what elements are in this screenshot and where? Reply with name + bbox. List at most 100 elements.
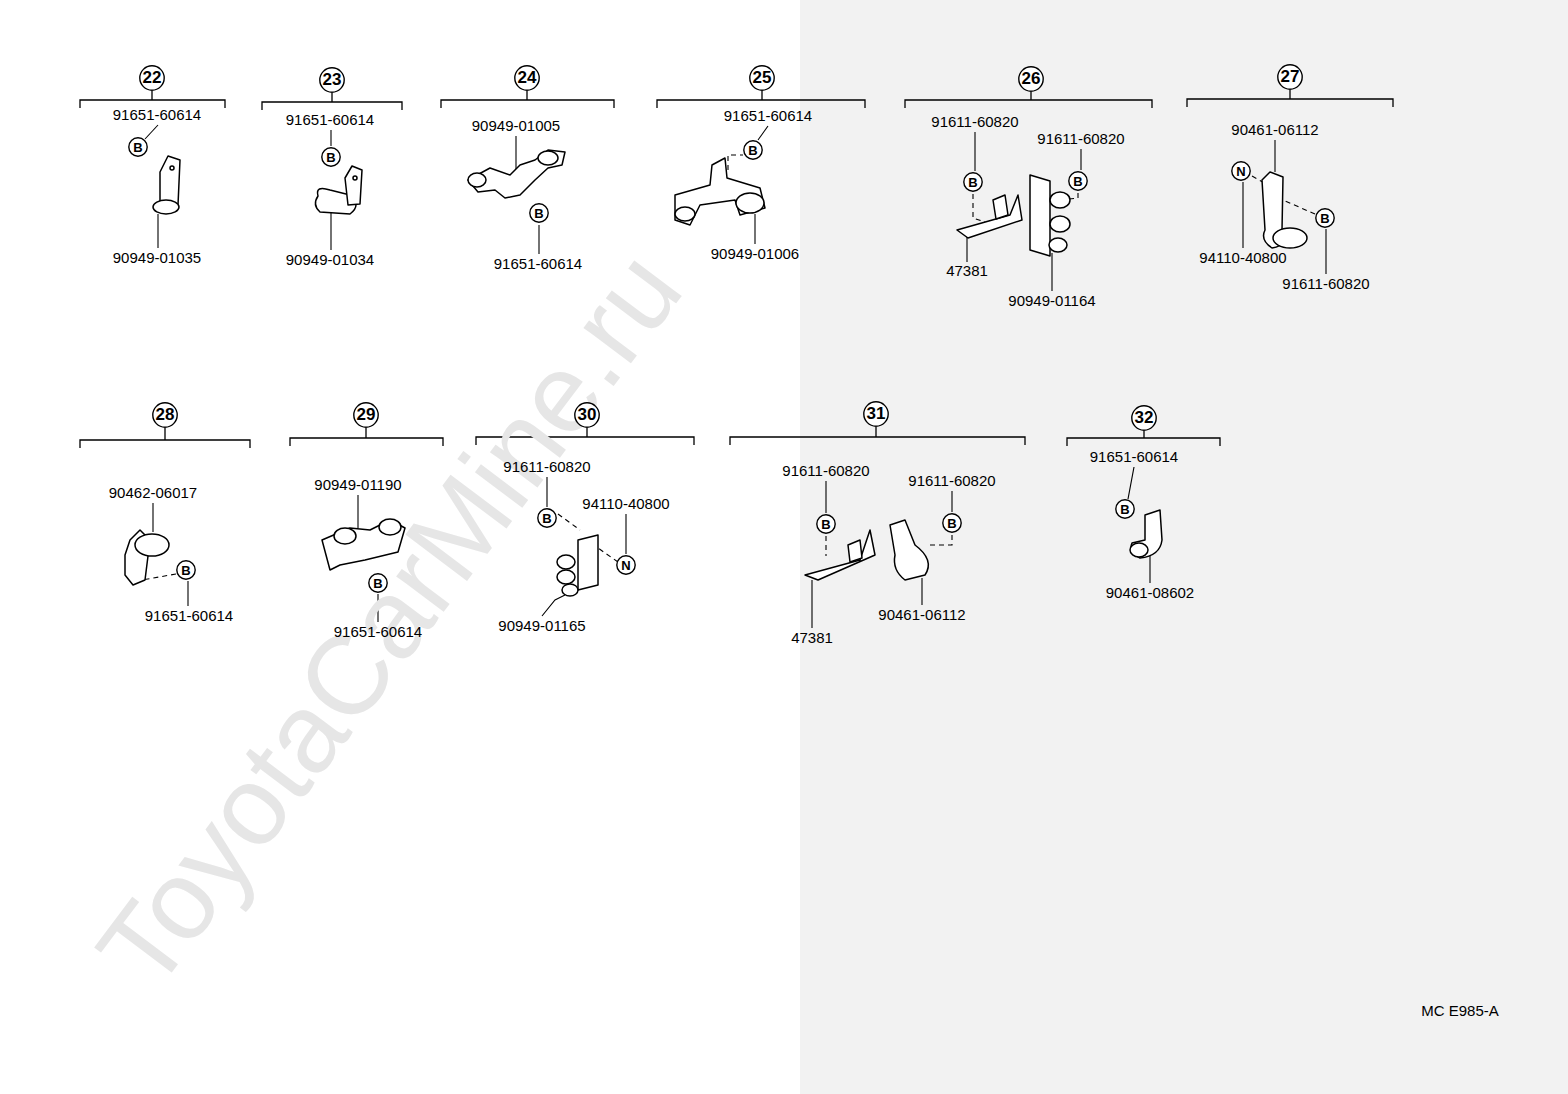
circle-outline bbox=[575, 403, 599, 427]
callout-number: 27 bbox=[1277, 64, 1303, 90]
fastener-mark: N bbox=[616, 555, 636, 575]
circle-outline bbox=[538, 509, 556, 527]
circle-outline bbox=[129, 138, 147, 156]
fastener-mark: B bbox=[128, 137, 148, 157]
clamp-parts bbox=[125, 150, 1307, 596]
callout-circle: B bbox=[743, 140, 763, 160]
circle-outline bbox=[1069, 172, 1087, 190]
circle-outline bbox=[1278, 65, 1302, 89]
circle-outline bbox=[1132, 406, 1156, 430]
circle-outline bbox=[1232, 162, 1250, 180]
fastener-mark: B bbox=[176, 560, 196, 580]
part-number: 91651-60614 bbox=[724, 108, 812, 125]
callout-circle: 27 bbox=[1277, 64, 1303, 90]
diagram-code: MC E985-A bbox=[1421, 1003, 1499, 1020]
callout-circle: N bbox=[1231, 161, 1251, 181]
callout-number: 23 bbox=[319, 67, 345, 93]
callout-circle: B bbox=[368, 573, 388, 593]
callout-number: 29 bbox=[353, 402, 379, 428]
callout-circle: B bbox=[942, 513, 962, 533]
part-number: 91651-60614 bbox=[1090, 449, 1178, 466]
circle-outline bbox=[1116, 500, 1134, 518]
leader-lines bbox=[145, 125, 1326, 628]
circle-outline bbox=[140, 66, 164, 90]
part-number: 90949-01035 bbox=[113, 250, 201, 267]
part-number: 90461-06112 bbox=[878, 607, 965, 624]
callout-circle: 22 bbox=[139, 65, 165, 91]
part-number: 94110-40800 bbox=[1199, 250, 1286, 267]
part-number: 90949-01034 bbox=[286, 252, 374, 269]
part-number: 90462-06017 bbox=[109, 485, 197, 502]
callout-number: 28 bbox=[152, 402, 178, 428]
fastener-mark: B bbox=[1315, 208, 1335, 228]
fastener-mark: B bbox=[1068, 171, 1088, 191]
part-number: 91611-60820 bbox=[1282, 276, 1369, 293]
circle-outline bbox=[369, 574, 387, 592]
circle-outline bbox=[864, 402, 888, 426]
circle-outline bbox=[943, 514, 961, 532]
callout-circle: B bbox=[1068, 171, 1088, 191]
part-number: 47381 bbox=[946, 263, 988, 280]
circle-outline bbox=[1019, 67, 1043, 91]
part-number: 91611-60820 bbox=[782, 463, 869, 480]
circle-outline bbox=[515, 66, 539, 90]
part-number: 90949-01006 bbox=[711, 246, 799, 263]
part-number: 47381 bbox=[791, 630, 833, 647]
callout-number: 25 bbox=[749, 65, 775, 91]
fastener-mark: B bbox=[816, 514, 836, 534]
part-number: 90949-01165 bbox=[498, 618, 585, 635]
callout-circle: 31 bbox=[863, 401, 889, 427]
fastener-mark: B bbox=[321, 147, 341, 167]
circle-outline bbox=[530, 204, 548, 222]
callout-circle: 23 bbox=[319, 67, 345, 93]
callout-circle: B bbox=[176, 560, 196, 580]
callout-circle: B bbox=[816, 514, 836, 534]
fastener-mark: B bbox=[743, 140, 763, 160]
callout-circle: B bbox=[963, 172, 983, 192]
callout-circle: 25 bbox=[749, 65, 775, 91]
part-number: 91611-60820 bbox=[908, 473, 995, 490]
fastener-mark: B bbox=[368, 573, 388, 593]
part-number: 90949-01164 bbox=[1008, 293, 1095, 310]
circle-outline bbox=[153, 403, 177, 427]
callout-circle: B bbox=[321, 147, 341, 167]
part-number: 91651-60614 bbox=[334, 624, 422, 641]
part-number: 94110-40800 bbox=[582, 496, 669, 513]
part-number: 91651-60614 bbox=[113, 107, 201, 124]
circle-outline bbox=[177, 561, 195, 579]
circle-outline bbox=[1316, 209, 1334, 227]
part-number: 91611-60820 bbox=[503, 459, 590, 476]
circle-outline bbox=[744, 141, 762, 159]
callout-circle: B bbox=[537, 508, 557, 528]
fastener-mark: B bbox=[529, 203, 549, 223]
fit-lines bbox=[142, 155, 1315, 580]
callout-number: 30 bbox=[574, 402, 600, 428]
callout-circle: 30 bbox=[574, 402, 600, 428]
circle-outline bbox=[817, 515, 835, 533]
group-brackets bbox=[80, 90, 1393, 448]
circle-outline bbox=[354, 403, 378, 427]
part-number: 90949-01190 bbox=[314, 477, 401, 494]
part-number: 90461-08602 bbox=[1106, 585, 1194, 602]
callout-circle: B bbox=[128, 137, 148, 157]
callout-circle: B bbox=[1115, 499, 1135, 519]
callout-circle: 29 bbox=[353, 402, 379, 428]
callout-circle: B bbox=[529, 203, 549, 223]
part-number: 91651-60614 bbox=[145, 608, 233, 625]
circle-outline bbox=[964, 173, 982, 191]
circle-outline bbox=[617, 556, 635, 574]
background-panel bbox=[800, 0, 1568, 1094]
callout-number: 22 bbox=[139, 65, 165, 91]
callout-number: 26 bbox=[1018, 66, 1044, 92]
circle-outline bbox=[322, 148, 340, 166]
callout-circle: B bbox=[1315, 208, 1335, 228]
part-number: 90461-06112 bbox=[1231, 122, 1318, 139]
callout-number: 31 bbox=[863, 401, 889, 427]
fastener-mark: B bbox=[963, 172, 983, 192]
callout-number: 24 bbox=[514, 65, 540, 91]
part-number: 90949-01005 bbox=[472, 118, 560, 135]
fastener-mark: B bbox=[537, 508, 557, 528]
part-number: 91651-60614 bbox=[286, 112, 374, 129]
